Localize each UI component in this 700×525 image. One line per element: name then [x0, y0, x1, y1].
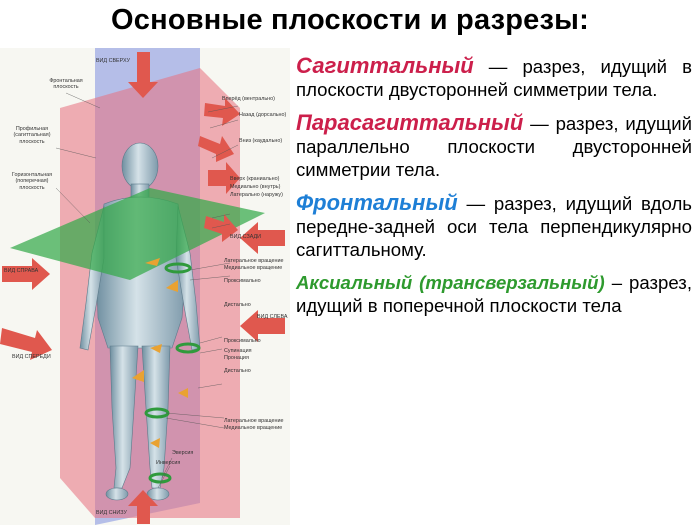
label-proximal-2: Проксимально [224, 338, 261, 344]
slide-title: Основные плоскости и разрезы: [111, 4, 589, 36]
arrow-back-view [240, 222, 285, 254]
definition-frontal-text: — разрез, идущий вдоль передне-задней ос… [296, 193, 692, 260]
label-up: Вверх (краниально) [230, 176, 280, 182]
label-pronation: Пронация [224, 355, 249, 361]
label-medial-rotation-2: Медиальное вращение [224, 425, 283, 431]
term-axial: Аксиальный (трансверзальный) [296, 272, 605, 293]
label-forward: Вперёд (вентрально) [222, 96, 275, 102]
label-medial: Медиально (внутрь) [230, 184, 281, 190]
label-horizontal-plane: Горизонтальная (поперечная) плоскость [11, 172, 53, 191]
label-distal-2: Дистально [224, 368, 251, 374]
label-bottom-view: ВИД СНИЗУ [96, 510, 127, 516]
label-inversion: Инверсия [156, 460, 181, 466]
arrow-up [208, 162, 240, 194]
label-distal-1: Дистально [224, 302, 251, 308]
definition-sagittal-text: — разрез, идущий в плоскости двусторонне… [296, 56, 692, 100]
anatomy-figure: ВИД СВЕРХУ Фронтальная плоскость Профиль… [0, 48, 290, 525]
label-backward: Назад (дорсально) [239, 112, 287, 118]
label-top-view: ВИД СВЕРХУ [95, 58, 131, 64]
label-lateral: Латерально (наружу) [230, 192, 283, 198]
label-frontal-plane: Фронтальная плоскость [49, 78, 83, 91]
arrow-front-view [0, 328, 52, 360]
arrow-right-view [2, 258, 50, 290]
label-left-view: ВИД СЛЕВА [257, 314, 288, 320]
arrow-left-view [240, 310, 285, 342]
rotation-rings [144, 262, 201, 484]
definitions-list: Сагиттальный — разрез, идущий в плоскост… [296, 54, 692, 317]
label-front-view: ВИД СПЕРЕДИ [12, 354, 51, 360]
label-down: Вниз (каудально) [239, 138, 283, 144]
label-lateral-rotation-1: Латеральное вращение [224, 258, 284, 264]
definition-parasagittal: Парасагиттальный — разрез, идущий паралл… [296, 111, 692, 181]
label-profile-plane: Профильная (сагиттальная) плоскость [13, 126, 51, 145]
label-medial-rotation-1: Медиальное вращение [224, 265, 283, 271]
label-back-view: ВИД СЗАДИ [230, 234, 262, 240]
arrow-backward [198, 136, 234, 162]
term-parasagittal: Парасагиттальный [296, 110, 524, 135]
horizontal-plane [10, 188, 265, 280]
definition-parasagittal-text: — разрез, идущий параллельно плоскости д… [296, 113, 692, 180]
label-supination: Супинация [224, 348, 252, 354]
definition-frontal: Фронтальный — разрез, идущий вдоль перед… [296, 191, 692, 261]
leader-lines [55, 92, 239, 489]
definition-sagittal: Сагиттальный — разрез, идущий в плоскост… [296, 54, 692, 101]
label-proximal-1: Проксимально [224, 278, 261, 284]
direction-arrows [132, 258, 188, 448]
arrow-forward [204, 98, 240, 126]
label-lateral-rotation-2: Латеральное вращение [224, 418, 284, 424]
definition-axial: Аксиальный (трансверзальный) – разрез, и… [296, 271, 692, 317]
label-right-view: ВИД СПРАВА [4, 268, 39, 274]
term-frontal: Фронтальный [296, 190, 458, 215]
arrow-down [204, 214, 238, 242]
arrow-top-view [128, 52, 158, 98]
label-eversion: Эверсия [172, 450, 194, 456]
arrow-bottom-view [128, 490, 158, 524]
term-sagittal: Сагиттальный [296, 53, 474, 78]
anatomy-diagram [0, 48, 285, 525]
view-arrows [0, 52, 285, 524]
definition-axial-text: – разрез, идущий в поперечной плоскости … [296, 272, 692, 316]
